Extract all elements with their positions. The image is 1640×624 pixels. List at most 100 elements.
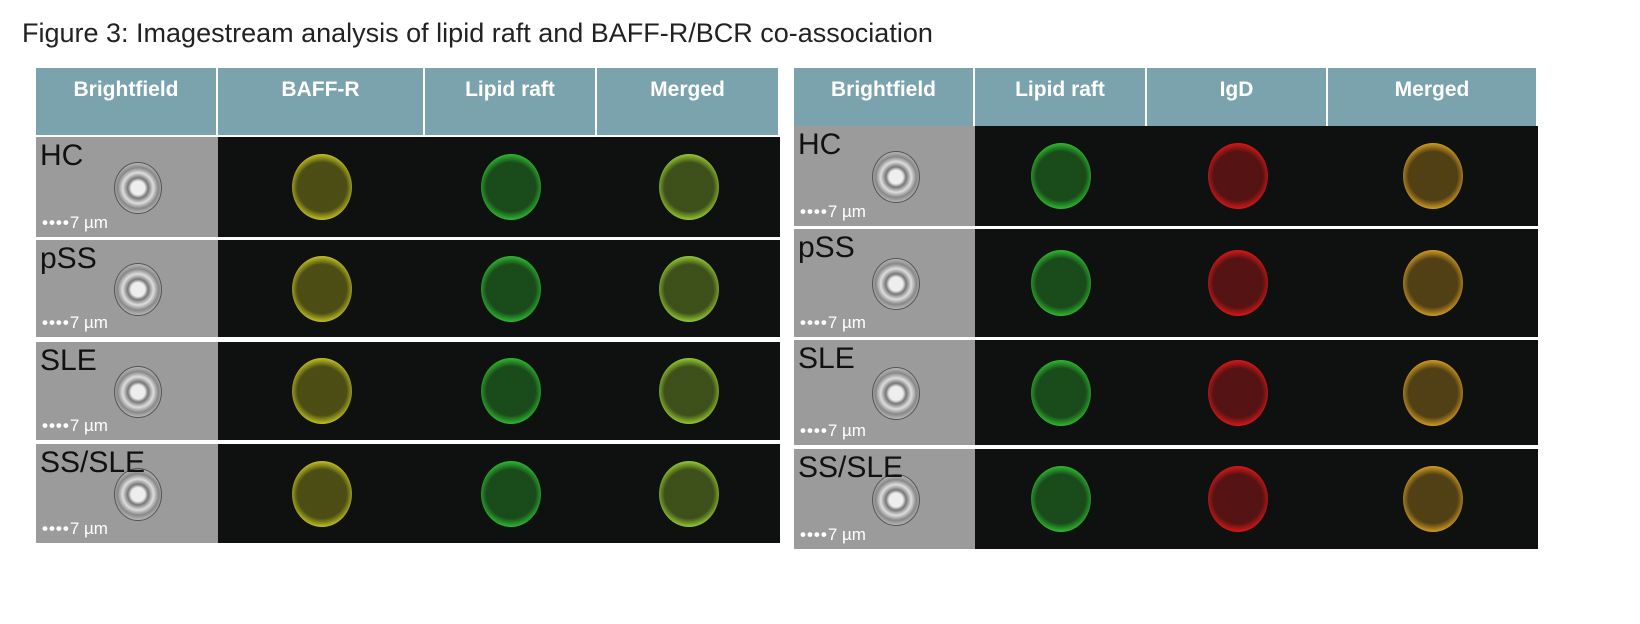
fluorescence-image [218,137,425,237]
column-header: IgD [1147,68,1328,126]
fluorescence-image [975,340,1147,445]
fluorescence-image [1147,229,1328,337]
cell-blob [871,150,920,204]
scale-bar-label: 7 µm [69,313,108,332]
fluorescence-image [1147,340,1328,445]
column-header: BAFF-R [218,68,425,135]
fluorescence-image [1328,126,1538,226]
row-label: SS/SLE [798,451,904,484]
cell-blob [481,154,541,220]
scale-bar-dots: •••• [800,525,828,544]
fluorescence-image [975,449,1147,549]
fluorescence-image [1328,449,1538,549]
scale-bar-dots: •••• [42,519,70,538]
scale-bar-label: 7 µm [827,313,866,332]
cell-blob [1403,143,1463,209]
row-label: SS/SLE [40,446,146,479]
fluorescence-image [597,137,780,237]
column-header: Brightfield [794,68,975,126]
scale-bar-label: 7 µm [827,421,866,440]
scale-bar: ••••7 µm [800,525,866,545]
scale-bar-dots: •••• [42,313,70,332]
cell-blob [1031,143,1091,209]
cell-blob [1031,250,1091,316]
row-label: SLE [40,344,97,377]
fluorescence-image [218,240,425,337]
cell-blob [481,255,541,322]
cell-blob [1207,250,1268,316]
scale-bar-label: 7 µm [827,202,866,221]
scale-bar-label: 7 µm [69,416,108,435]
column-header: Merged [1328,68,1538,126]
cell-blob [871,473,920,527]
cell-blob [1207,359,1268,426]
fluorescence-image [1147,126,1328,226]
fluorescence-image [975,229,1147,337]
scale-bar-dots: •••• [42,416,70,435]
cell-blob [871,367,920,420]
brightfield-image: pSS ••••7 µm [36,240,218,337]
fluorescence-image [1147,449,1328,549]
fluorescence-image [597,240,780,337]
scale-bar-dots: •••• [800,313,828,332]
brightfield-image: pSS ••••7 µm [794,229,975,337]
cell-blob [114,161,162,215]
scale-bar-label: 7 µm [69,213,108,232]
cell-blob [114,468,162,521]
scale-bar: ••••7 µm [800,202,866,222]
scale-bar: ••••7 µm [800,421,866,441]
cell-blob [291,255,352,322]
cell-blob [1031,359,1091,426]
cell-blob [871,257,920,311]
cell-blob [291,358,352,424]
row-label: SLE [798,342,855,375]
fluorescence-image [425,444,597,543]
cell-blob [1207,466,1268,532]
cell-blob [658,358,719,424]
cell-blob [1403,359,1463,426]
scale-bar-dots: •••• [800,202,828,221]
scale-bar: ••••7 µm [42,416,108,436]
cell-blob [1031,466,1091,532]
fluorescence-image [597,342,780,440]
scale-bar: ••••7 µm [42,213,108,233]
column-header: Brightfield [36,68,218,135]
figure-title: Figure 3: Imagestream analysis of lipid … [22,18,933,48]
column-header: Lipid raft [425,68,597,135]
row-label: pSS [798,231,855,264]
fluorescence-image [1328,229,1538,337]
scale-bar-label: 7 µm [69,519,108,538]
cell-blob [658,255,719,322]
cell-blob [291,154,352,220]
scale-bar: ••••7 µm [42,313,108,333]
cell-blob [1403,250,1463,316]
fluorescence-image [218,444,425,543]
brightfield-image: HC••••7 µm [794,126,975,226]
cell-blob [658,460,719,527]
cell-blob [481,358,541,424]
cell-blob [481,460,541,527]
brightfield-image: SS/SLE ••••7 µm [794,449,975,549]
cell-blob [1207,143,1268,209]
fluorescence-image [425,342,597,440]
scale-bar-dots: •••• [800,421,828,440]
fluorescence-image [218,342,425,440]
row-label: pSS [40,242,97,275]
column-header: Lipid raft [975,68,1147,126]
scale-bar: ••••7 µm [42,519,108,539]
brightfield-image: SLE ••••7 µm [794,340,975,445]
cell-blob [114,263,162,316]
scale-bar-label: 7 µm [827,525,866,544]
cell-blob [291,460,352,527]
scale-bar: ••••7 µm [800,313,866,333]
fluorescence-image [425,240,597,337]
brightfield-image: SS/SLE ••••7 µm [36,444,218,543]
brightfield-image: SLE ••••7 µm [36,342,218,440]
row-label: HC [40,139,84,172]
brightfield-image: HC ••••7 µm [36,137,218,237]
fluorescence-image [975,126,1147,226]
cell-blob [1403,466,1463,532]
scale-bar-dots: •••• [42,213,70,232]
column-header: Merged [597,68,780,135]
fluorescence-image [597,444,780,543]
